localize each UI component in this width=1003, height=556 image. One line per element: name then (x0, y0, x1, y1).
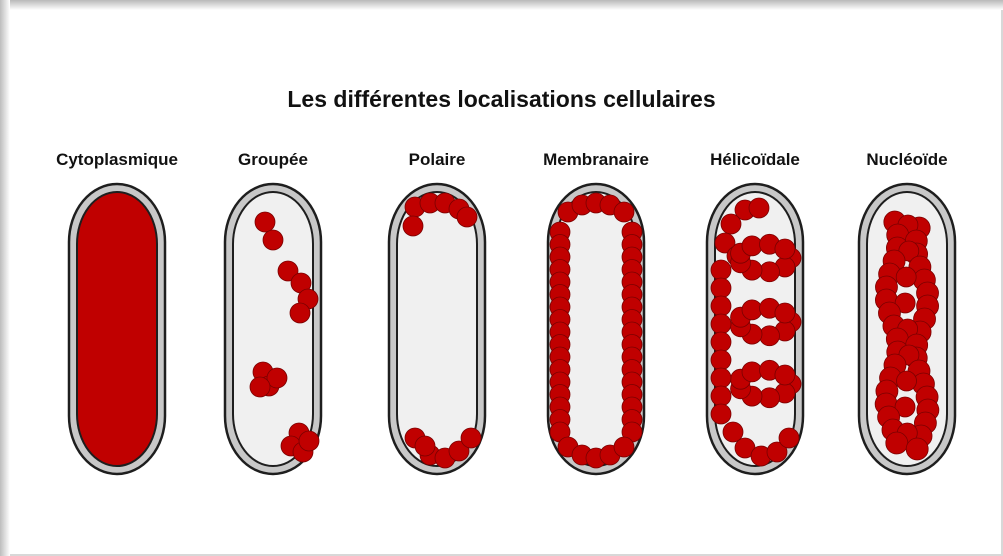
protein-dot (263, 230, 283, 250)
protein-dot (711, 368, 731, 388)
cell-membranaire (548, 184, 644, 474)
protein-dot (711, 278, 731, 298)
protein-dot (760, 326, 780, 346)
protein-dot (779, 428, 799, 448)
cell-interior (77, 192, 157, 466)
cell-polaire (389, 184, 485, 474)
protein-dot (775, 303, 795, 323)
protein-dot (250, 377, 270, 397)
cell-cytoplasmique (69, 184, 165, 474)
protein-dot (299, 431, 319, 451)
protein-dot (711, 332, 731, 352)
protein-dot (886, 432, 908, 454)
protein-dot (711, 260, 731, 280)
protein-dot (461, 428, 481, 448)
protein-dot (711, 314, 731, 334)
cell-groupee (225, 184, 321, 474)
protein-dot (711, 404, 731, 424)
protein-dot (614, 437, 634, 457)
protein-dot (721, 214, 741, 234)
protein-dot (906, 438, 928, 460)
protein-dot (896, 267, 916, 287)
cell-nucleoide (859, 184, 955, 474)
protein-dot (760, 388, 780, 408)
protein-dot (742, 362, 762, 382)
protein-dot (742, 236, 762, 256)
protein-dot (614, 202, 634, 222)
protein-dot (403, 216, 423, 236)
protein-dot (711, 350, 731, 370)
protein-dot (290, 303, 310, 323)
protein-dot (255, 212, 275, 232)
protein-dot (415, 436, 435, 456)
protein-dot (760, 262, 780, 282)
protein-dot (775, 239, 795, 259)
protein-dot (749, 198, 769, 218)
protein-dot (711, 296, 731, 316)
cell-helicoidale (707, 184, 803, 474)
protein-dot (742, 300, 762, 320)
protein-dot (775, 365, 795, 385)
protein-dot (457, 207, 477, 227)
protein-dot (711, 386, 731, 406)
protein-dot (897, 371, 917, 391)
